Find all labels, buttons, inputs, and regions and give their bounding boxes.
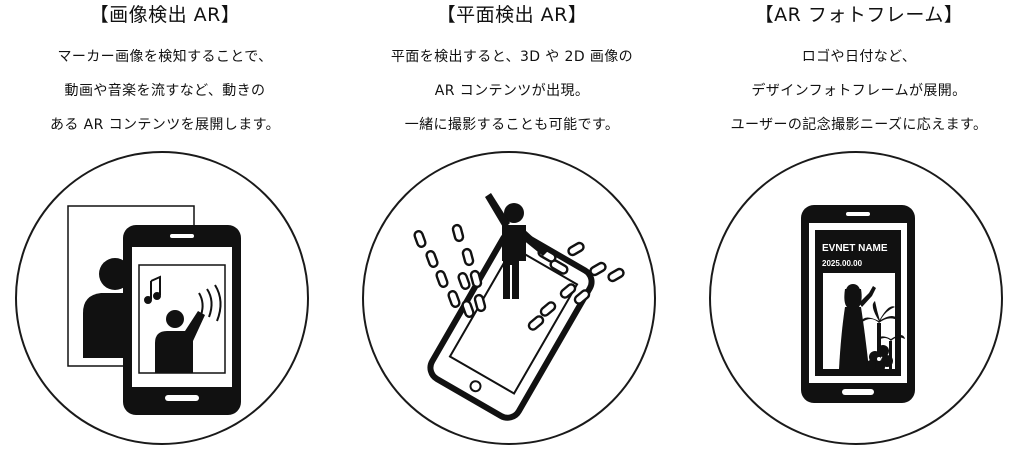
section-image-detection: 【画像検出 AR】 マーカー画像を検知することで、 動画や音楽を流すなど、動きの…: [0, 0, 330, 462]
motion-lines-icon: [198, 284, 222, 322]
description-line: デザインフォトフレームが展開。: [751, 83, 967, 99]
flower-center: [877, 357, 881, 361]
plane-detection-icon: [413, 193, 625, 421]
description-line: 平面を検出すると、3D や 2D 画像の: [390, 49, 634, 65]
photo-frame-icon: EVNET NAME 2025.00.00: [801, 205, 915, 403]
hibiscus-flower-icon: [866, 345, 893, 373]
music-note-icon: [144, 275, 161, 304]
section-description: 平面を検出すると、3D や 2D 画像の AR コンテンツが出現。 一緒に撮影す…: [347, 40, 677, 142]
photo-frame-illustration: EVNET NAME 2025.00.00: [709, 151, 1003, 445]
palm-tree-icon: [861, 301, 905, 369]
description-line: ユーザーの記念撮影ニーズに応えます。: [730, 117, 988, 133]
section-title: 【平面検出 AR】: [436, 4, 588, 26]
event-date-text: 2025.00.00: [822, 259, 863, 268]
image-detection-icon: [67, 205, 241, 415]
waving-person-icon: [155, 310, 205, 373]
section-title: 【画像検出 AR】: [89, 4, 241, 26]
smartphone-icon: [427, 228, 595, 421]
description-line: ある AR コンテンツを展開します。: [49, 117, 280, 133]
plane-detection-illustration: [362, 151, 656, 445]
event-name-text: EVNET NAME: [822, 243, 888, 254]
section-title: 【AR フォトフレーム】: [754, 4, 964, 26]
description-line: 動画や音楽を流すなど、動きの: [64, 83, 266, 99]
floating-tiles-icon: [413, 223, 625, 331]
section-description: マーカー画像を検知することで、 動画や音楽を流すなど、動きの ある AR コンテ…: [0, 40, 330, 142]
section-plane-detection: 【平面検出 AR】 平面を検出すると、3D や 2D 画像の AR コンテンツが…: [347, 0, 677, 462]
cheering-person-icon: [485, 193, 548, 299]
section-photo-frame: 【AR フォトフレーム】 ロゴや日付など、 デザインフォトフレームが展開。 ユー…: [694, 0, 1024, 462]
section-description: ロゴや日付など、 デザインフォトフレームが展開。 ユーザーの記念撮影ニーズに応え…: [694, 40, 1024, 142]
description-line: マーカー画像を検知することで、: [57, 49, 273, 65]
description-line: AR コンテンツが出現。: [434, 83, 590, 99]
description-line: ロゴや日付など、: [801, 49, 917, 65]
image-detection-illustration: [15, 151, 309, 445]
description-line: 一緒に撮影することも可能です。: [404, 117, 620, 133]
